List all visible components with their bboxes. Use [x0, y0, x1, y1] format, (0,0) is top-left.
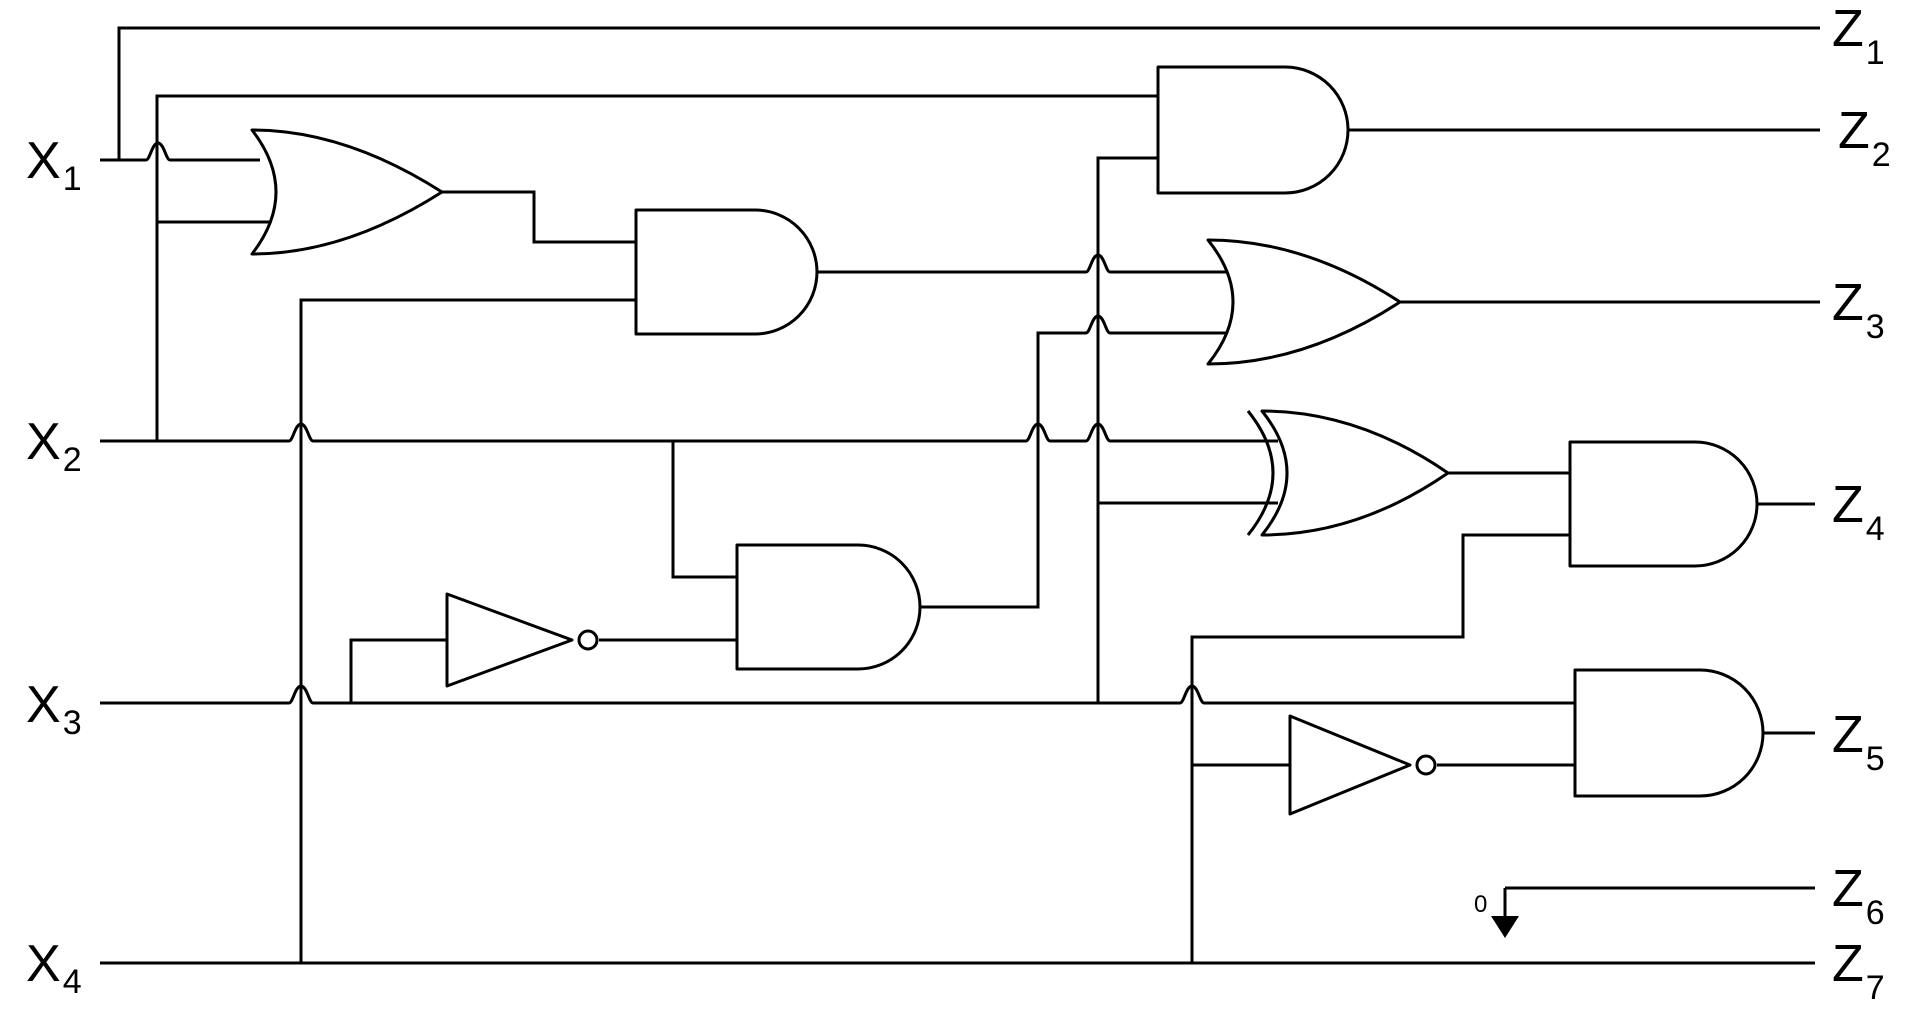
- output-label-z3: Z3: [1832, 274, 1885, 346]
- wire-x3-main: [100, 684, 1575, 705]
- wire-x3-to-and3: [1096, 156, 1158, 703]
- labels: X1 X2 X3 X4 Z1 Z2 Z3 Z4 Z5 Z6 Z7 0: [26, 0, 1891, 1007]
- wire-x2-main: [100, 422, 1278, 443]
- not-gate-2-bubble: [1415, 754, 1437, 776]
- wire-z6-constant: [1503, 886, 1815, 918]
- or-gate-1: [250, 128, 444, 256]
- input-label-x1: X1: [26, 132, 82, 198]
- wire-x1-to-z1: [100, 26, 1820, 162]
- not-gate-1-bubble: [577, 629, 599, 651]
- wires: [100, 26, 1820, 965]
- output-label-z4: Z4: [1832, 476, 1885, 548]
- wire-x2-to-and2: [671, 441, 737, 579]
- output-label-z2: Z2: [1838, 102, 1891, 174]
- output-label-z5: Z5: [1832, 706, 1885, 778]
- input-label-x4: X4: [26, 935, 82, 1001]
- xor-gate: [1260, 409, 1450, 537]
- and-gate-1: [634, 208, 819, 336]
- wire-x2-tap-up: [155, 94, 1158, 441]
- wire-x4-to-and1: [299, 298, 636, 963]
- input-label-x2: X2: [26, 413, 82, 479]
- wire-and2-to-or2: [920, 314, 1238, 609]
- constant-zero-label: 0: [1474, 891, 1487, 918]
- and-gate-3: [1156, 65, 1350, 195]
- wire-or1-to-and1: [442, 190, 636, 244]
- wire-x4-to-and4: [1190, 533, 1570, 963]
- output-label-z1: Z1: [1832, 0, 1885, 72]
- and-gate-2: [735, 543, 922, 671]
- and-gate-5: [1573, 668, 1765, 798]
- or-gate-2: [1206, 238, 1402, 366]
- gates: [250, 65, 1765, 938]
- xor-gate-back-curve: [1246, 410, 1275, 536]
- output-label-z7: Z7: [1832, 935, 1885, 1007]
- wire-x3-to-not1: [349, 638, 447, 703]
- and-gate-4: [1568, 440, 1759, 568]
- ground-arrow-icon: [1491, 916, 1519, 938]
- wire-and1-to-or2: [817, 253, 1230, 274]
- wire-x1-to-or1: [119, 141, 260, 162]
- input-label-x3: X3: [26, 676, 82, 742]
- not-gate-2: [1288, 714, 1412, 816]
- not-gate-1: [445, 592, 574, 688]
- output-label-z6: Z6: [1832, 860, 1885, 932]
